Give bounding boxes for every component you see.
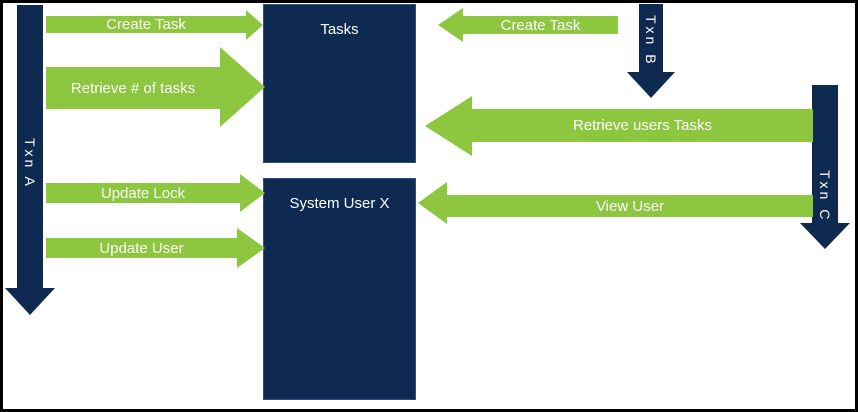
update-user-arrow-label: Update User [99, 239, 184, 257]
tasks-box: Tasks [263, 4, 416, 163]
view-user-arrowhead-icon [418, 182, 447, 224]
create-task-left-arrow: Create Task [46, 16, 246, 33]
system-user-box: System User X [263, 178, 416, 400]
retrieve-num-tasks-arrow: Retrieve # of tasks [46, 67, 220, 109]
retrieve-users-tasks-arrow: Retrieve users Tasks [472, 109, 813, 142]
view-user-arrow-label: View User [595, 197, 665, 215]
txn-a-shaft [17, 5, 43, 288]
update-lock-arrow-label: Update Lock [100, 184, 186, 202]
txn-b-shaft [639, 4, 663, 72]
retrieve-num-tasks-arrow-label: Retrieve # of tasks [70, 79, 196, 97]
txn-c-shaft [812, 85, 838, 223]
tasks-box-label: Tasks [320, 21, 359, 38]
txn-b-arrowhead-icon [627, 72, 675, 98]
create-task-left-arrowhead-icon [246, 10, 263, 40]
txn-a-label: Txn A [22, 137, 38, 189]
view-user-arrow: View User [447, 195, 813, 217]
txn-c-label: Txn C [817, 169, 833, 223]
retrieve-users-tasks-arrowhead-icon [425, 96, 472, 156]
txn-b-label: Txn B [643, 15, 659, 67]
system-user-box-label: System User X [289, 195, 390, 212]
create-task-right-arrowhead-icon [438, 8, 463, 42]
update-user-arrowhead-icon [237, 228, 265, 268]
update-user-arrow: Update User [46, 238, 237, 258]
retrieve-num-tasks-arrowhead-icon [220, 47, 265, 127]
txn-c-arrowhead-icon [800, 223, 850, 249]
txn-a-arrowhead-icon [5, 288, 55, 315]
create-task-left-arrow-label: Create Task [106, 16, 186, 33]
retrieve-users-tasks-arrow-label: Retrieve users Tasks [573, 117, 712, 134]
update-lock-arrowhead-icon [240, 174, 265, 212]
create-task-right-arrow: Create Task [463, 16, 618, 34]
create-task-right-arrow-label: Create Task [500, 16, 581, 34]
update-lock-arrow: Update Lock [46, 183, 240, 203]
